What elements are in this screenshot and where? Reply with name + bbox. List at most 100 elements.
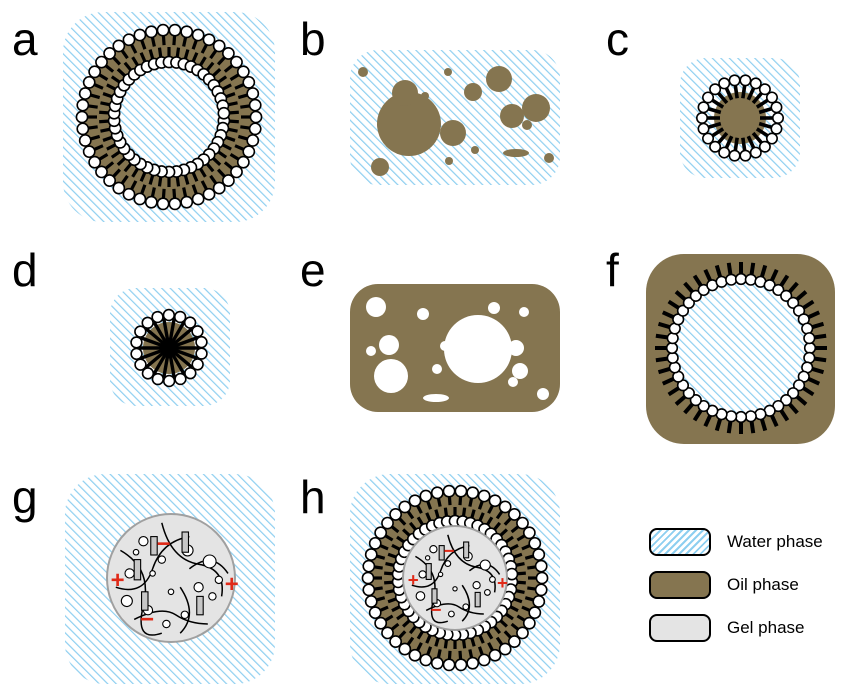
- lipid-head: [534, 583, 548, 597]
- lipid-head: [477, 653, 491, 667]
- lipid-head: [668, 361, 681, 374]
- water-droplet: [508, 340, 524, 356]
- panel-label-e: e: [300, 244, 326, 296]
- oil-layer: [368, 491, 542, 665]
- lipid-bilayer-shell: [75, 23, 263, 211]
- lipid-head: [112, 39, 126, 53]
- lipid-head: [381, 516, 394, 530]
- panel-c: [680, 58, 800, 178]
- lipid-tail: [167, 347, 186, 375]
- gel-core: ++−−: [402, 525, 508, 631]
- charge-plus: +: [225, 571, 239, 598]
- hydrogel-particle: ++−−: [106, 513, 239, 643]
- lipid-head: [507, 508, 521, 521]
- panel-b: [350, 50, 560, 185]
- lipid-head: [130, 347, 143, 361]
- lipid-head: [103, 174, 117, 187]
- panel-label-b: b: [300, 13, 326, 65]
- lipid-head: [180, 195, 194, 209]
- lipid-head: [532, 548, 546, 561]
- lipid-head: [112, 181, 126, 195]
- lipid-head: [78, 87, 92, 100]
- lipid-head: [389, 635, 403, 648]
- oil-droplet: [471, 146, 479, 154]
- lipid-head: [389, 508, 403, 521]
- gel-pore: [132, 548, 140, 556]
- oil-droplet: [486, 66, 512, 92]
- lipid-head: [173, 310, 187, 324]
- gel-pore: [202, 554, 217, 569]
- lipid-tail: [162, 347, 171, 378]
- oil-droplet: [440, 120, 466, 146]
- drug-molecule: [181, 531, 190, 553]
- lipid-head: [739, 149, 752, 162]
- lipid-head: [122, 33, 136, 47]
- lipid-head: [739, 74, 752, 87]
- lipid-head: [498, 642, 512, 656]
- lipid-head: [758, 83, 771, 96]
- lipid-head: [522, 616, 536, 630]
- water-droplet: [366, 297, 386, 317]
- lipid-head: [78, 134, 92, 147]
- lipid-head: [477, 489, 491, 503]
- lipid-head: [689, 289, 702, 302]
- polymer-chain: [461, 584, 471, 622]
- lipid-head: [780, 394, 793, 407]
- lipid-head: [133, 192, 147, 206]
- lipid-head: [246, 134, 260, 147]
- lipid-head: [744, 410, 757, 423]
- lipid-head: [82, 145, 96, 159]
- lipid-head: [702, 132, 715, 145]
- gel-pore: [437, 571, 444, 578]
- lipid-head: [242, 75, 256, 89]
- lipid-head: [488, 494, 502, 508]
- lipid-head: [364, 595, 378, 608]
- panel-label-a: a: [12, 13, 38, 65]
- charge-plus: +: [111, 567, 125, 594]
- lipid-head: [156, 197, 170, 211]
- panel-g: ++−−: [65, 474, 275, 684]
- lipid-head: [151, 310, 164, 324]
- lipid-head: [498, 500, 512, 514]
- lipid-head: [398, 500, 412, 514]
- water-droplet: [537, 388, 549, 400]
- legend-swatch-oil: [649, 571, 711, 599]
- gel-pore: [489, 576, 496, 583]
- lipid-head: [516, 516, 529, 530]
- lipid-head: [702, 91, 715, 104]
- lipid-head: [516, 626, 529, 640]
- lipid-head: [408, 648, 422, 662]
- lipid-head: [144, 195, 158, 209]
- lipid-tail: [140, 346, 170, 360]
- lipid-head: [202, 187, 216, 201]
- gel-pore: [180, 610, 190, 620]
- gel-pore: [472, 581, 481, 590]
- lipid-tail: [167, 346, 194, 369]
- lipid-head: [141, 316, 154, 330]
- lipid-head: [507, 635, 521, 648]
- lipid-head: [532, 595, 546, 608]
- lipid-head: [184, 366, 197, 380]
- lipid-head: [770, 122, 783, 135]
- lipid-head: [665, 341, 679, 355]
- lipid-head: [749, 146, 762, 159]
- lipid-head: [183, 316, 197, 329]
- charge-plus: +: [497, 572, 508, 593]
- lipid-tail: [162, 318, 171, 349]
- panel-label-d: d: [12, 244, 38, 296]
- lipid-head: [528, 536, 542, 550]
- oil-droplet: [358, 67, 368, 77]
- water-droplet: [432, 364, 442, 374]
- lipid-head: [718, 77, 731, 90]
- lipid-head: [792, 379, 806, 392]
- gel-pore: [157, 555, 167, 564]
- lipid-head: [95, 55, 108, 69]
- gel-pore: [167, 588, 175, 596]
- legend-label-oil: Oil phase: [727, 575, 799, 594]
- lipid-head: [430, 656, 444, 670]
- water-droplet: [379, 335, 399, 355]
- lipid-head: [130, 336, 143, 349]
- lipid-head: [168, 23, 182, 37]
- lipid-head: [408, 494, 422, 508]
- lipid-head: [249, 110, 263, 124]
